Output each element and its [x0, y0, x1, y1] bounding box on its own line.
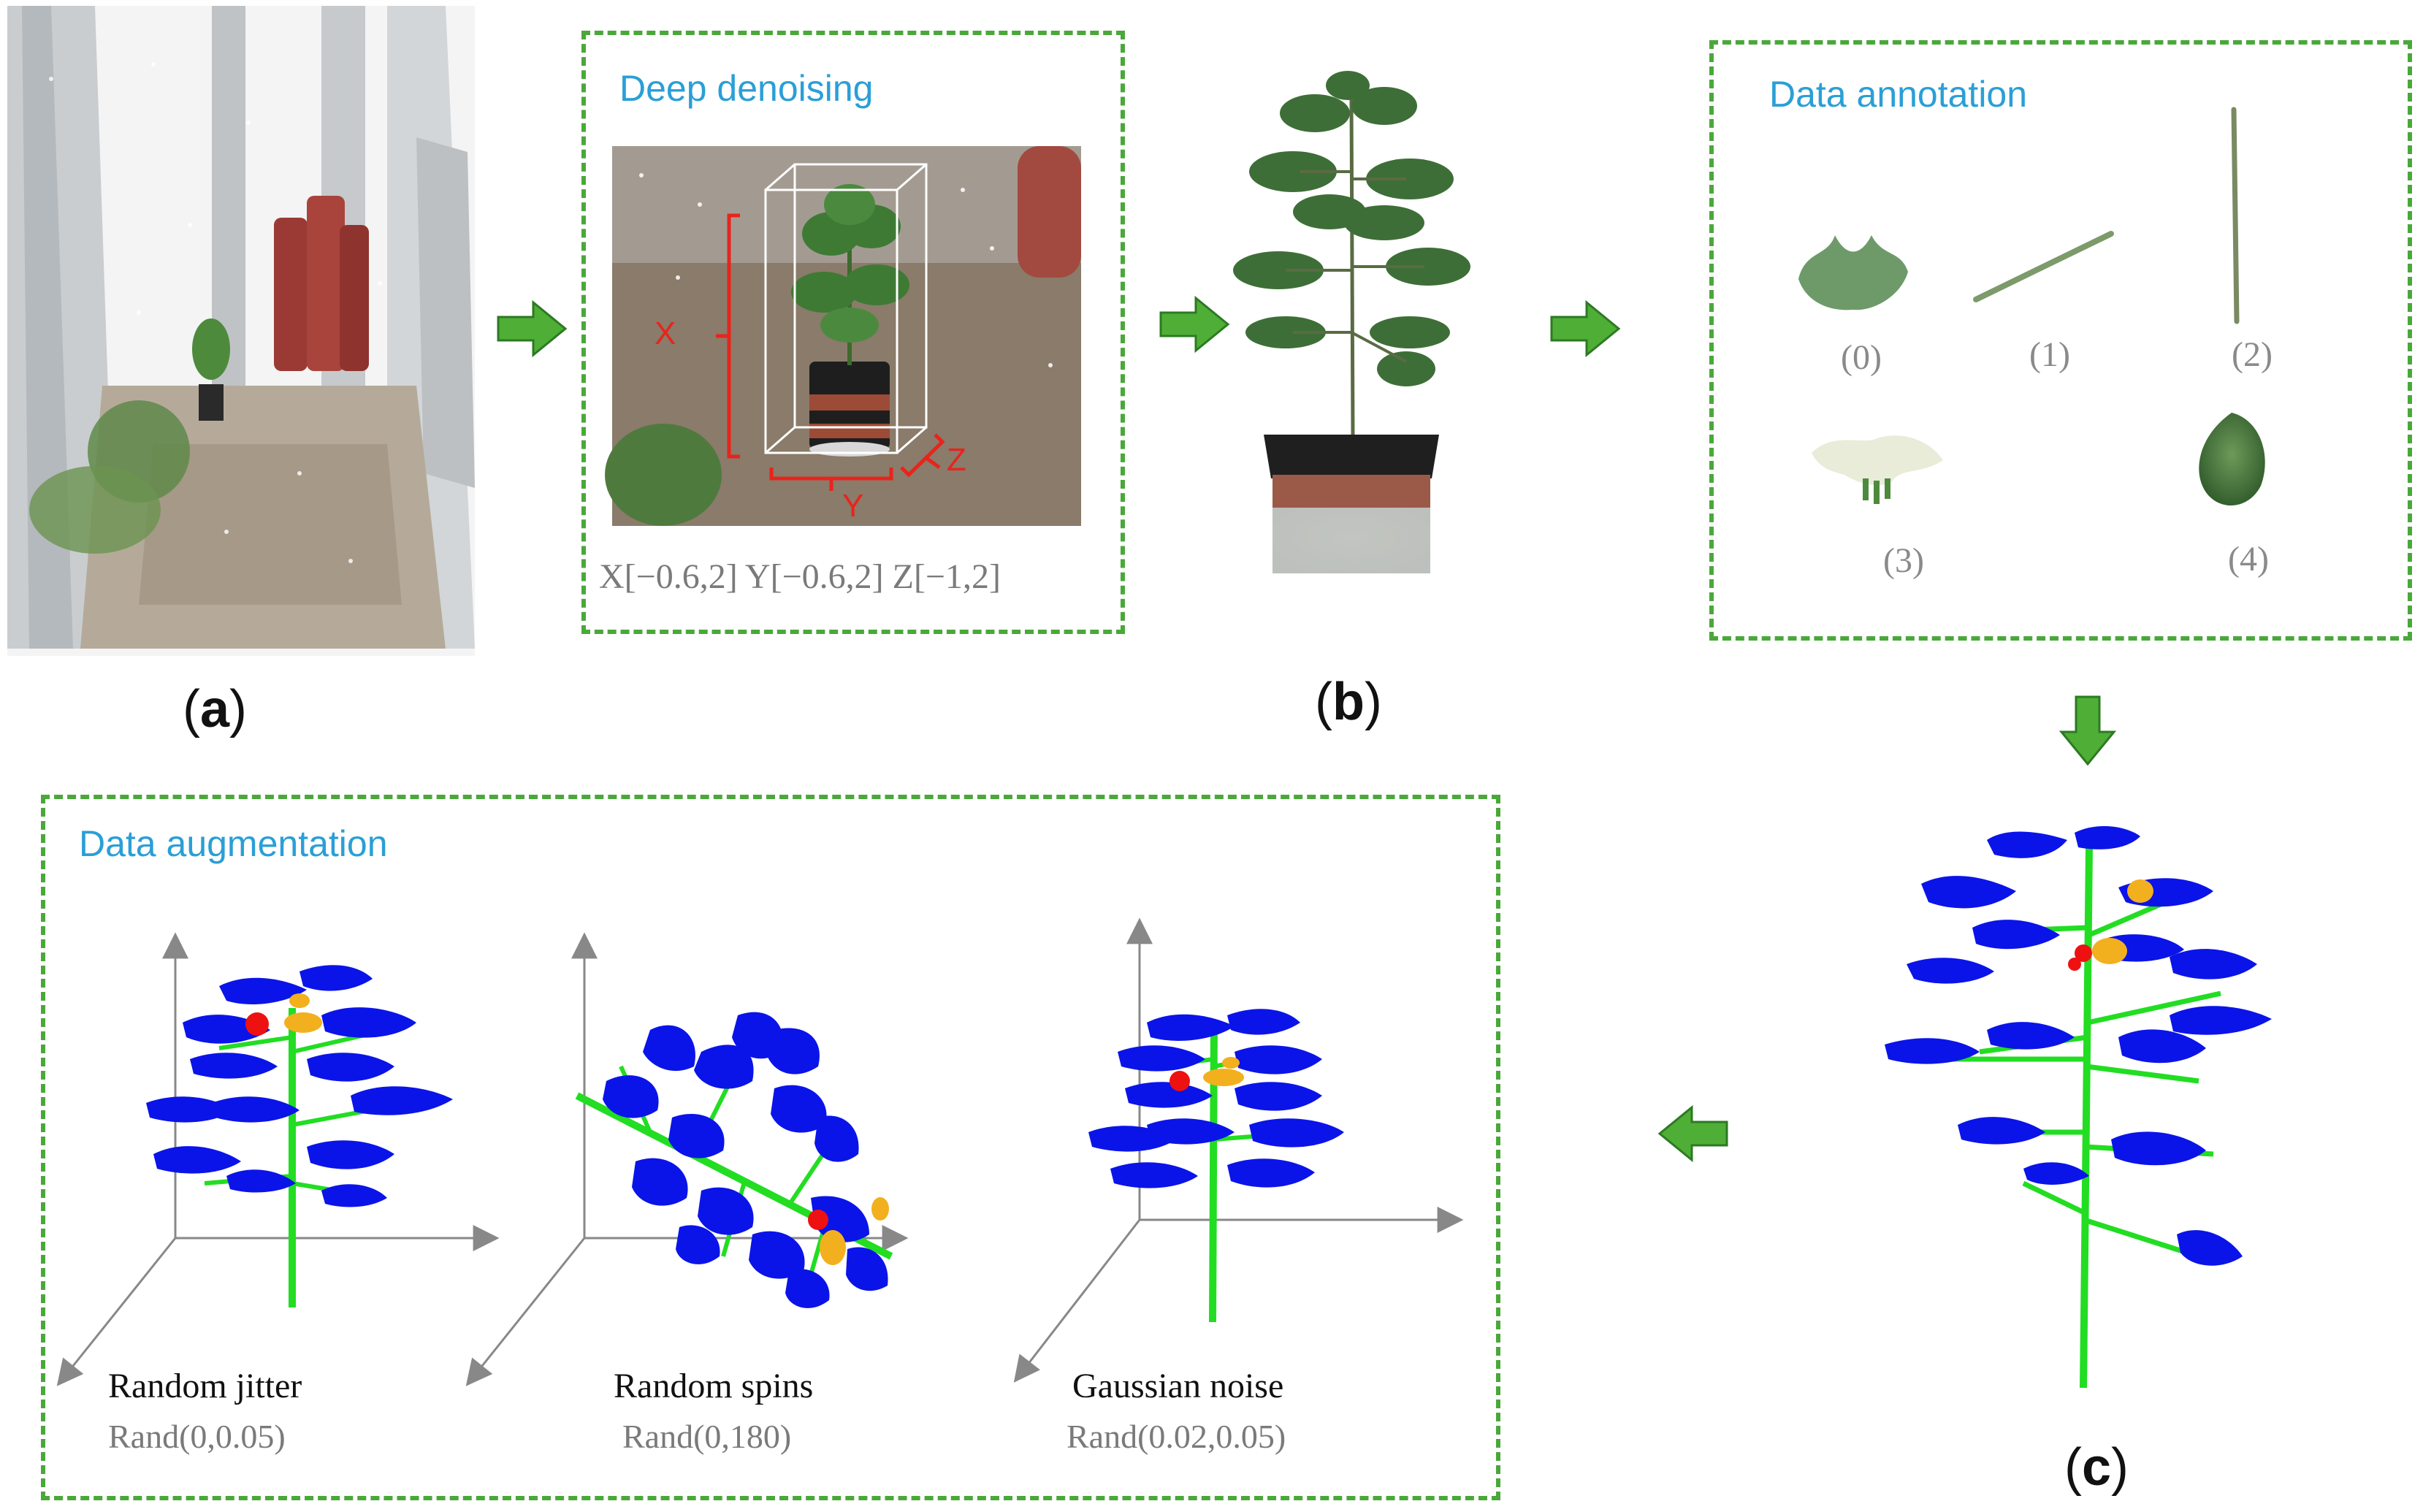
augmentation-method-param-3: Rand(0.02,0.05): [1066, 1418, 1286, 1455]
part-label-4: (4): [2228, 540, 2269, 579]
part-flower-image: [1812, 435, 1943, 504]
part-boll-image: [2199, 413, 2265, 505]
raw-point-cloud-scene: [7, 6, 475, 656]
data-annotation-box: [1709, 40, 2412, 641]
part-main-stem-image: [2231, 107, 2240, 324]
deep-denoising-title: Deep denoising: [619, 68, 874, 109]
augmentation-method-param-1: Rand(0,0.05): [108, 1418, 286, 1455]
flow-arrow-right-icon: [495, 299, 568, 358]
flow-arrow-down-icon: [2058, 694, 2117, 767]
augmentation-method-name-3: Gaussian noise: [1072, 1367, 1284, 1405]
denoised-plant-point-cloud: [1233, 71, 1470, 573]
data-annotation-title: Data annotation: [1769, 74, 2028, 115]
deep-denoising-box: [581, 31, 1125, 634]
labeled-plant-point-cloud: [1885, 825, 2272, 1389]
part-label-2: (2): [2232, 335, 2273, 374]
axis-label-y: Y: [842, 488, 864, 524]
crop-range-text: X[−0.6,2] Y[−0.6,2] Z[−1,2]: [599, 557, 1001, 596]
flow-arrow-right-icon: [1549, 299, 1622, 358]
augmented-plant-jitter: [56, 932, 500, 1386]
part-label-3: (3): [1883, 541, 1924, 580]
augmentation-method-name-1: Random jitter: [108, 1367, 302, 1405]
panel-label-a: (a): [183, 680, 248, 738]
panel-label-c: (c): [2064, 1438, 2129, 1497]
data-augmentation-box: [41, 795, 1500, 1500]
axis-label-x: X: [655, 316, 676, 351]
panel-label-b: (b): [1315, 673, 1382, 731]
part-label-1: (1): [2029, 335, 2070, 374]
part-label-0: (0): [1841, 338, 1882, 377]
data-augmentation-title: Data augmentation: [79, 823, 388, 864]
denoising-scene-image: [605, 146, 1081, 526]
part-leaf-image: [1798, 235, 1908, 310]
augmentation-method-param-2: Rand(0,180): [622, 1418, 792, 1455]
flow-arrow-left-icon: [1657, 1104, 1730, 1163]
part-branch-image: [1973, 231, 2114, 302]
augmented-plant-spins: [465, 932, 909, 1386]
axis-label-z: Z: [947, 442, 966, 478]
augmentation-method-name-2: Random spins: [614, 1367, 814, 1405]
flow-arrow-right-icon: [1158, 295, 1231, 354]
augmented-plant-gaussian-noise: [1013, 917, 1464, 1383]
